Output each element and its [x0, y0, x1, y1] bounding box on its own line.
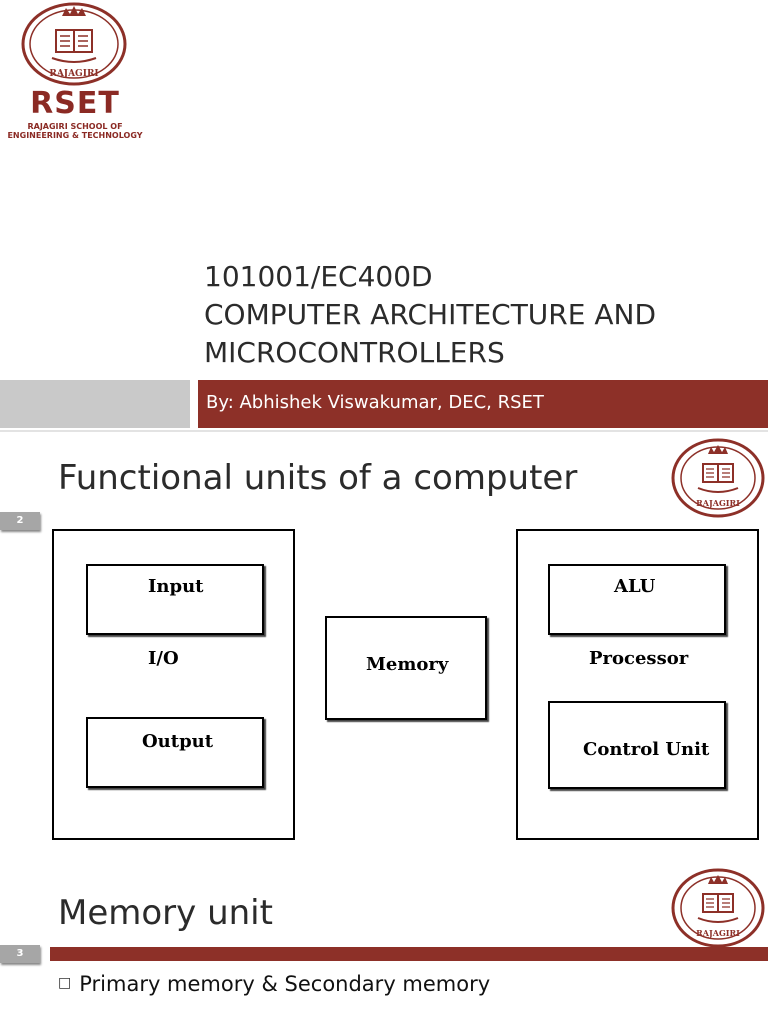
alu-box [548, 564, 726, 635]
control-unit-label: Control Unit [583, 739, 710, 760]
list-item: □ Primary memory & Secondary memory [58, 972, 490, 996]
alu-label: ALU [614, 576, 656, 597]
io-group-label: I/O [148, 648, 179, 669]
slide-divider [0, 430, 768, 432]
author-text: By: Abhishek Viswakumar, DEC, RSET [206, 392, 544, 413]
course-name-line2: MICROCONTROLLERS [204, 336, 505, 369]
logo-subtitle: RAJAGIRI SCHOOL OF ENGINEERING & TECHNOL… [7, 122, 143, 140]
slide-number: 2 [0, 512, 40, 530]
svg-text:RAJAGIRI: RAJAGIRI [49, 69, 98, 79]
processor-group-box [516, 529, 759, 840]
course-code: 101001/EC400D [204, 260, 433, 293]
bullet-text: Primary memory & Secondary memory [79, 972, 491, 996]
output-box [86, 717, 264, 788]
course-name-line1: COMPUTER ARCHITECTURE AND [204, 298, 657, 331]
title-underline-bar [50, 947, 768, 961]
slide-number: 3 [0, 945, 40, 963]
output-label: Output [142, 731, 214, 752]
author-bar-accent [0, 380, 190, 428]
svg-text:RAJAGIRI: RAJAGIRI [696, 498, 740, 508]
memory-label: Memory [366, 654, 449, 675]
course-title: 101001/EC400D COMPUTER ARCHITECTURE AND … [204, 258, 764, 372]
rajagiri-seal-icon: RAJAGIRI [670, 866, 766, 950]
control-unit-box [548, 701, 726, 789]
square-bullet-icon: □ [58, 975, 72, 991]
slide2-title: Functional units of a computer [58, 458, 578, 498]
input-box [86, 564, 264, 635]
rajagiri-seal-icon: RAJAGIRI [21, 2, 127, 86]
slide3-title: Memory unit [58, 893, 273, 933]
input-label: Input [148, 576, 204, 597]
rajagiri-seal-icon: RAJAGIRI [670, 436, 766, 520]
processor-group-label: Processor [589, 648, 689, 669]
svg-text:RAJAGIRI: RAJAGIRI [696, 928, 740, 938]
rset-logo: RAJAGIRI RSET RAJAGIRI SCHOOL OF ENGINEE… [0, 0, 150, 150]
memory-box [325, 616, 487, 720]
io-group-box [52, 529, 295, 840]
author-bar [198, 380, 768, 428]
logo-wordmark: RSET [30, 86, 120, 121]
